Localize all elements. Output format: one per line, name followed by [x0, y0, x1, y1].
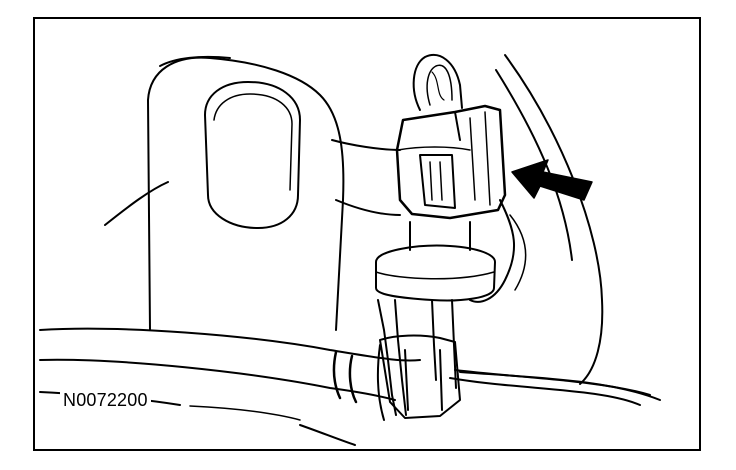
id-leader-line [190, 406, 300, 420]
refrigerant-line [40, 329, 650, 445]
figure-frame [33, 17, 701, 451]
mounting-bracket [148, 58, 400, 330]
callout-arrow [512, 160, 592, 200]
bracket-oval-hole [205, 82, 300, 228]
switch-fitting [376, 222, 495, 418]
figure-id-label: N0072200 [60, 390, 151, 411]
wire-harness [414, 55, 526, 302]
electrical-connector [397, 106, 505, 218]
